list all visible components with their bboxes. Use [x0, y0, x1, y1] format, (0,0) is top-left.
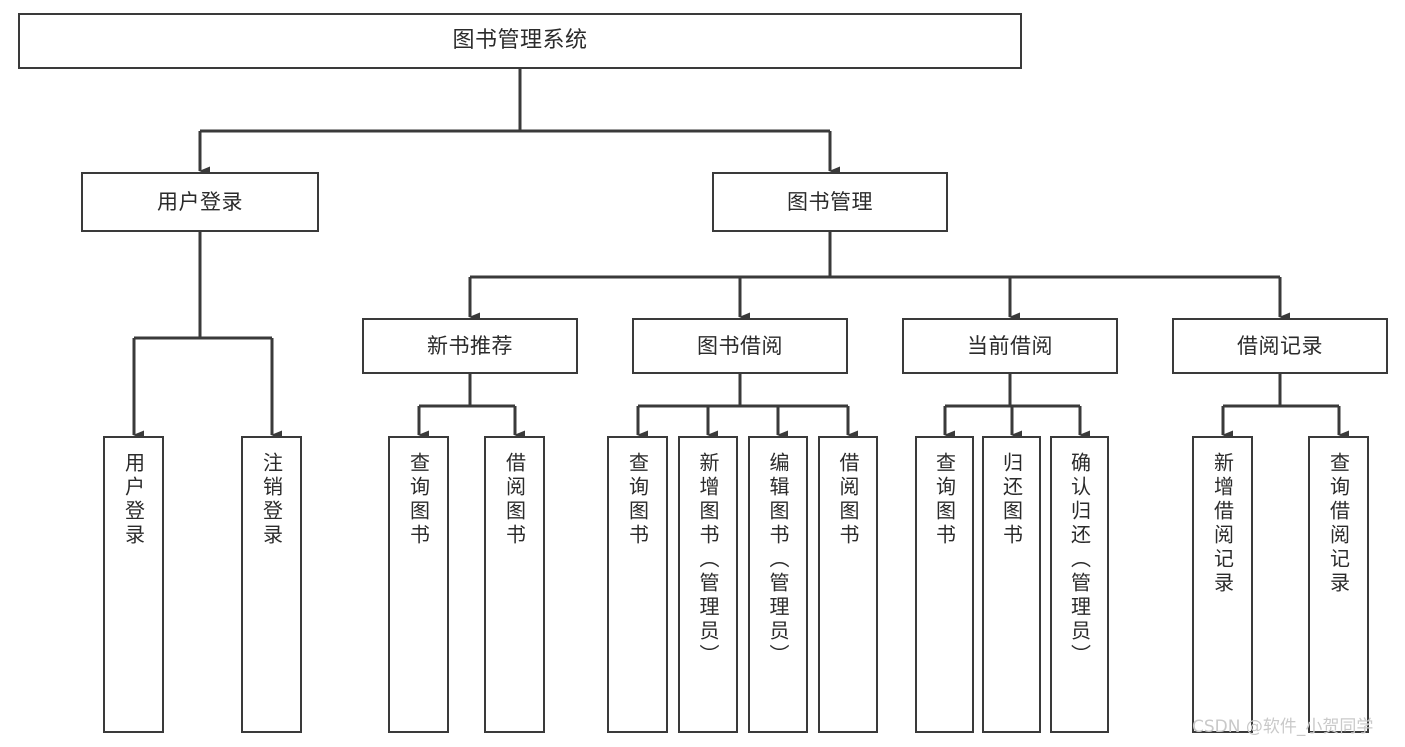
node-label-leaf-borrow-book-recommend: 借阅图书: [502, 452, 527, 548]
node-leaf-borrow-book[interactable]: 借阅图书: [818, 436, 878, 733]
node-label-user-login: 用户登录: [157, 189, 243, 214]
node-leaf-query-book-recommend[interactable]: 查询图书: [388, 436, 449, 733]
node-leaf-add-book-admin[interactable]: 新增图书（管理员）: [678, 436, 738, 733]
node-book-management[interactable]: 图书管理: [712, 172, 948, 232]
node-leaf-add-borrow-record[interactable]: 新增借阅记录: [1192, 436, 1253, 733]
node-label-leaf-confirm-return-admin: 确认归还（管理员）: [1067, 452, 1092, 668]
node-new-book-recommend[interactable]: 新书推荐: [362, 318, 578, 374]
node-label-leaf-edit-book-admin: 编辑图书（管理员）: [766, 452, 790, 668]
node-label-leaf-logout: 注销登录: [259, 452, 284, 548]
node-leaf-query-book-current[interactable]: 查询图书: [915, 436, 974, 733]
node-label-book-borrow: 图书借阅: [697, 333, 783, 358]
node-label-leaf-query-borrow-record: 查询借阅记录: [1326, 452, 1351, 596]
node-current-borrow[interactable]: 当前借阅: [902, 318, 1118, 374]
node-label-leaf-add-book-admin: 新增图书（管理员）: [696, 452, 720, 668]
node-label-leaf-borrow-book: 借阅图书: [836, 452, 860, 548]
watermark-text: CSDN @软件_小贺同学: [1192, 717, 1374, 737]
node-label-borrow-record: 借阅记录: [1237, 333, 1323, 358]
node-leaf-logout[interactable]: 注销登录: [241, 436, 302, 733]
node-leaf-query-borrow-record[interactable]: 查询借阅记录: [1308, 436, 1369, 733]
node-borrow-record[interactable]: 借阅记录: [1172, 318, 1388, 374]
node-leaf-user-login[interactable]: 用户登录: [103, 436, 164, 733]
node-label-leaf-add-borrow-record: 新增借阅记录: [1210, 452, 1235, 596]
node-label-current-borrow: 当前借阅: [967, 333, 1053, 358]
node-leaf-confirm-return-admin[interactable]: 确认归还（管理员）: [1050, 436, 1109, 733]
node-label-leaf-query-book-recommend: 查询图书: [406, 452, 431, 548]
node-label-leaf-user-login: 用户登录: [121, 452, 146, 548]
node-book-borrow[interactable]: 图书借阅: [632, 318, 848, 374]
node-label-leaf-query-book-current: 查询图书: [932, 452, 957, 548]
node-label-root: 图书管理系统: [452, 28, 588, 54]
node-leaf-edit-book-admin[interactable]: 编辑图书（管理员）: [748, 436, 808, 733]
node-leaf-query-book-borrow[interactable]: 查询图书: [607, 436, 668, 733]
node-label-leaf-query-book-borrow: 查询图书: [625, 452, 650, 548]
node-leaf-borrow-book-recommend[interactable]: 借阅图书: [484, 436, 545, 733]
node-label-leaf-return-book: 归还图书: [999, 452, 1024, 548]
node-label-new-book-recommend: 新书推荐: [427, 333, 513, 358]
node-label-book-management: 图书管理: [787, 189, 873, 214]
node-user-login[interactable]: 用户登录: [81, 172, 319, 232]
node-root[interactable]: 图书管理系统: [18, 13, 1022, 69]
node-leaf-return-book[interactable]: 归还图书: [982, 436, 1041, 733]
